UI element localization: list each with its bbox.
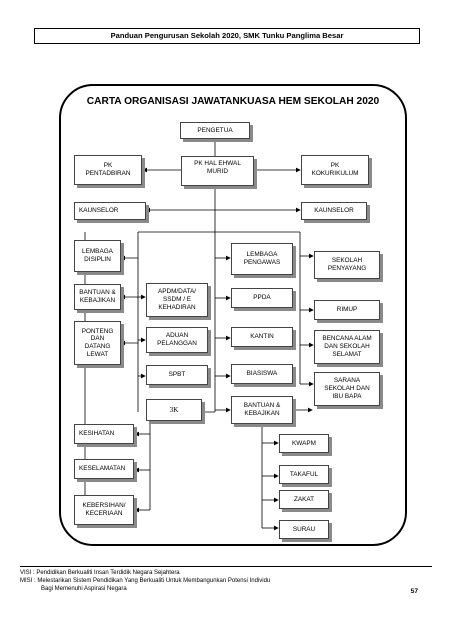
page-header: Panduan Pengurusan Sekolah 2020, SMK Tun… (34, 28, 420, 44)
node-rimup: RIMUP (314, 300, 380, 320)
node-aduan: ADUAN PELANGGAN (146, 327, 208, 353)
node-3k: 3K (146, 399, 202, 421)
node-sekolah-penyayang: SEKOLAH PENYAYANG (314, 251, 380, 279)
node-zakat: ZAKAT (279, 490, 329, 509)
node-kesihatan: KESIHATAN (74, 424, 134, 444)
chart-frame (59, 84, 407, 546)
node-kebersihan: KEBERSIHAN/ KECERIAAN (74, 495, 134, 525)
node-sarana: SARANA SEKOLAH DAN IBU BAPA (314, 372, 380, 406)
page-number: 57 (410, 588, 418, 595)
node-spbt: SPBT (146, 365, 208, 385)
page-footer: VISI : Pendidikan Berkualiti Insan Terdi… (20, 566, 432, 593)
node-apdm: APDM/DATA/ SSDM / E KEHADIRAN (146, 283, 208, 317)
node-ppda: PPDA (231, 288, 293, 308)
node-bantuan-kebajikan-mid: BANTUAN & KEBAJIKAN (231, 396, 293, 424)
node-bencana: BENCANA ALAM DAN SEKOLAH SELAMAT (314, 330, 380, 364)
node-kantin: KANTIN (231, 327, 293, 347)
node-pk-kokurikulum: PK KOKURIKULUM (301, 155, 369, 185)
node-takaful: TAKAFUL (279, 465, 329, 484)
node-kaunselor-left: KAUNSELOR (74, 202, 146, 220)
node-pengetua: PENGETUA (180, 122, 250, 139)
node-lembaga-pengawas: LEMBAGA PENGAWAS (231, 243, 293, 275)
footer-misi-cont: Bagi Memenuhi Aspirasi Negara (41, 586, 127, 593)
node-kwapm: KWAPM (279, 434, 329, 453)
node-ponteng: PONTENG DAN DATANG LEWAT (74, 321, 121, 365)
chart-title: CARTA ORGANISASI JAWATANKUASA HEM SEKOLA… (86, 96, 380, 107)
node-keselamatan: KESELAMATAN (74, 459, 134, 479)
node-kaunselor-right: KAUNSELOR (301, 202, 367, 220)
node-bantuan-kebajikan-left: BANTUAN & KEBAJIKAN (74, 284, 121, 310)
node-lembaga-disiplin: LEMBAGA DISIPLIN (74, 240, 121, 272)
node-biasiswa: BIASISWA (231, 364, 293, 384)
node-pk-hem: PK HAL EHWAL MURID (181, 156, 254, 186)
node-pk-pentadbiran: PK PENTADBIRAN (74, 155, 142, 185)
footer-misi: MISI : Melestarikan Sistem Pendidikan Ya… (20, 578, 271, 585)
footer-visi: VISI : Pendidikan Berkualiti Insan Terdi… (20, 570, 180, 576)
node-surau: SURAU (279, 520, 329, 539)
